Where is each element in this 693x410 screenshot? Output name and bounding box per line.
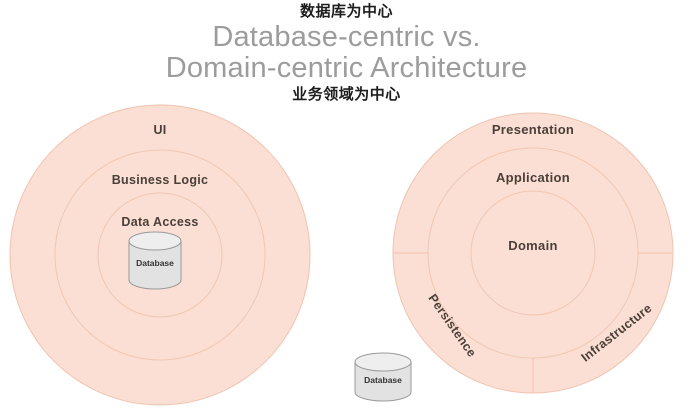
external-database-cylinder-icon: Database <box>354 352 412 402</box>
left-label-data-access: Data Access <box>121 215 198 229</box>
left-database-label: Database <box>136 258 174 268</box>
left-label-ui: UI <box>153 123 166 137</box>
left-database-cylinder-icon: Database <box>128 231 182 290</box>
left-ring-data-access <box>97 192 223 318</box>
right-label-presentation: Presentation <box>492 122 574 137</box>
left-ring-business-logic <box>54 149 266 361</box>
right-architecture-group: Presentation Application Domain Persiste… <box>392 112 674 394</box>
right-label-application: Application <box>496 170 570 185</box>
right-ring-outer <box>392 112 674 394</box>
left-label-business-logic: Business Logic <box>112 173 209 187</box>
external-database-label: Database <box>364 375 402 385</box>
right-ring-domain <box>470 190 596 316</box>
left-architecture-group: UI Business Logic Data Access Database <box>9 104 311 406</box>
right-label-domain: Domain <box>508 238 557 253</box>
